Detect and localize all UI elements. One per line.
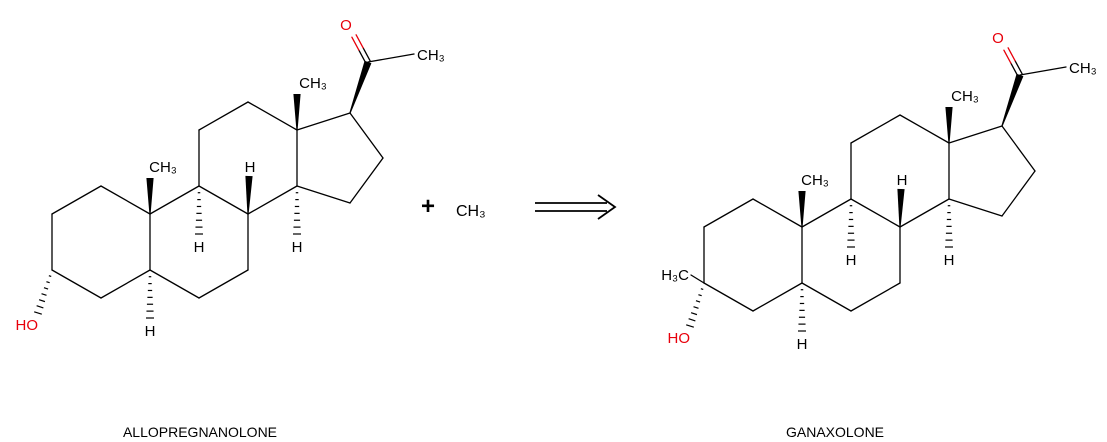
c3-hydroxyl-hashed-bond (46, 281, 50, 284)
c8-hydrogen-label: H (897, 172, 908, 189)
acetyl-methyl-bond (367, 53, 415, 63)
c8-hydrogen-wedge-bond (245, 175, 253, 214)
ganaxolone-structure: CH₃ CH₃ H H H H H₃C HO O CH₃ (661, 30, 1097, 353)
carbonyl-double-bond (351, 36, 360, 51)
carbonyl-oxygen-label: O (340, 17, 352, 34)
c13-methyl-wedge-bond (945, 107, 953, 143)
c13-methyl-label: CH₃ (299, 75, 327, 92)
ring-bond (51, 185, 102, 215)
acetyl-methyl-label: CH₃ (417, 47, 445, 64)
acetyl-methyl-bond (1019, 66, 1067, 76)
ring-bond (899, 114, 950, 144)
ring-bond (801, 198, 852, 228)
ring-bond (850, 282, 901, 312)
ring-bond (850, 198, 901, 228)
reactant-name: ALLOPREGNANOLONE (123, 424, 277, 440)
c3-hydroxyl-hashed-bond (43, 287, 49, 290)
c3-hydroxyl-hashed-bond (38, 299, 46, 303)
ring-bond (296, 185, 351, 204)
ring-bond (703, 198, 754, 228)
ring-bond (198, 185, 249, 215)
product-name: GANAXOLONE (786, 424, 884, 440)
plus-sign: + (421, 193, 435, 220)
c13-methyl-label: CH₃ (951, 88, 979, 105)
carbonyl-double-bond (1010, 62, 1019, 77)
ring-bond (100, 269, 151, 299)
c3-hydroxyl-hashed-bond (695, 300, 701, 303)
c3-hydroxyl-hashed-bond (698, 294, 702, 297)
ring-bond (198, 269, 249, 299)
allopregnanolone-bonds (34, 34, 415, 319)
c3-hydroxyl-hashed-bond (690, 312, 698, 316)
c3-hydroxyl-label: HO (668, 330, 691, 347)
c17-acetyl-wedge-bond (1001, 73, 1024, 127)
c14-hydrogen-label: H (944, 252, 955, 269)
c3-hydroxyl-hashed-bond (34, 311, 42, 315)
c3-hydroxyl-hashed-bond (36, 305, 44, 309)
c3-hydroxyl-label: HO (16, 317, 39, 334)
c14-hydrogen-label: H (292, 239, 303, 256)
ring-bond (899, 198, 950, 228)
allopregnanolone-structure: CH₃ CH₃ H H H H HO O CH₃ (16, 17, 445, 340)
ring-bond (948, 198, 1003, 217)
carbonyl-double-bond (358, 49, 367, 64)
ring-bond (850, 114, 901, 144)
c13-methyl-wedge-bond (293, 94, 301, 130)
carbonyl-oxygen-label: O (992, 30, 1004, 47)
c10-methyl-label: CH₃ (801, 172, 829, 189)
ring-bond (149, 185, 200, 215)
carbonyl-double-bond (362, 47, 371, 62)
ring-bond (247, 101, 298, 131)
c9-hydrogen-label: H (194, 239, 205, 256)
ring-bond (752, 198, 803, 228)
c10-methyl-wedge-bond (146, 178, 154, 214)
c3-hydroxyl-hashed-bond (700, 288, 704, 290)
ring-bond (1001, 125, 1036, 172)
ring-bond (703, 282, 754, 312)
ring-bond (349, 157, 384, 204)
ring-bond (198, 101, 249, 131)
double-line-arrow-icon (535, 194, 617, 220)
carbonyl-double-bond (1007, 47, 1016, 62)
c3-methyl-bond (690, 274, 705, 284)
c8-hydrogen-label: H (245, 159, 256, 176)
ring-bond (948, 125, 1003, 144)
c3-hydroxyl-hashed-bond (48, 275, 52, 277)
ring-bond (247, 185, 298, 215)
carbonyl-double-bond (1003, 49, 1012, 64)
ring-bond (51, 269, 102, 299)
arrow-head (597, 194, 617, 220)
c3-hydroxyl-hashed-bond (693, 306, 699, 309)
ganaxolone-bonds (686, 47, 1067, 332)
c3-hydroxyl-hashed-bond (41, 293, 47, 296)
ring-bond (296, 112, 351, 131)
carbonyl-double-bond (355, 34, 364, 49)
c3-hydroxyl-hashed-bond (688, 318, 696, 322)
ring-bond (100, 185, 151, 215)
ring-bond (349, 112, 384, 159)
c5-hydrogen-label: H (797, 336, 808, 353)
methyl-reagent-label: CH₃ (456, 203, 486, 220)
c5-hydrogen-label: H (145, 323, 156, 340)
c10-methyl-wedge-bond (798, 191, 806, 227)
c3-methyl-label: H₃C (661, 267, 689, 284)
c8-hydrogen-wedge-bond (897, 188, 905, 227)
ring-bond (1001, 170, 1036, 217)
c9-hydrogen-label: H (846, 252, 857, 269)
c17-acetyl-wedge-bond (349, 60, 372, 114)
ring-bond (752, 282, 803, 312)
c10-methyl-label: CH₃ (149, 159, 177, 176)
c3-hydroxyl-hashed-bond (686, 324, 694, 328)
ring-bond (149, 269, 200, 299)
acetyl-methyl-label: CH₃ (1069, 60, 1097, 77)
carbonyl-double-bond (1014, 60, 1023, 75)
ring-bond (801, 282, 852, 312)
